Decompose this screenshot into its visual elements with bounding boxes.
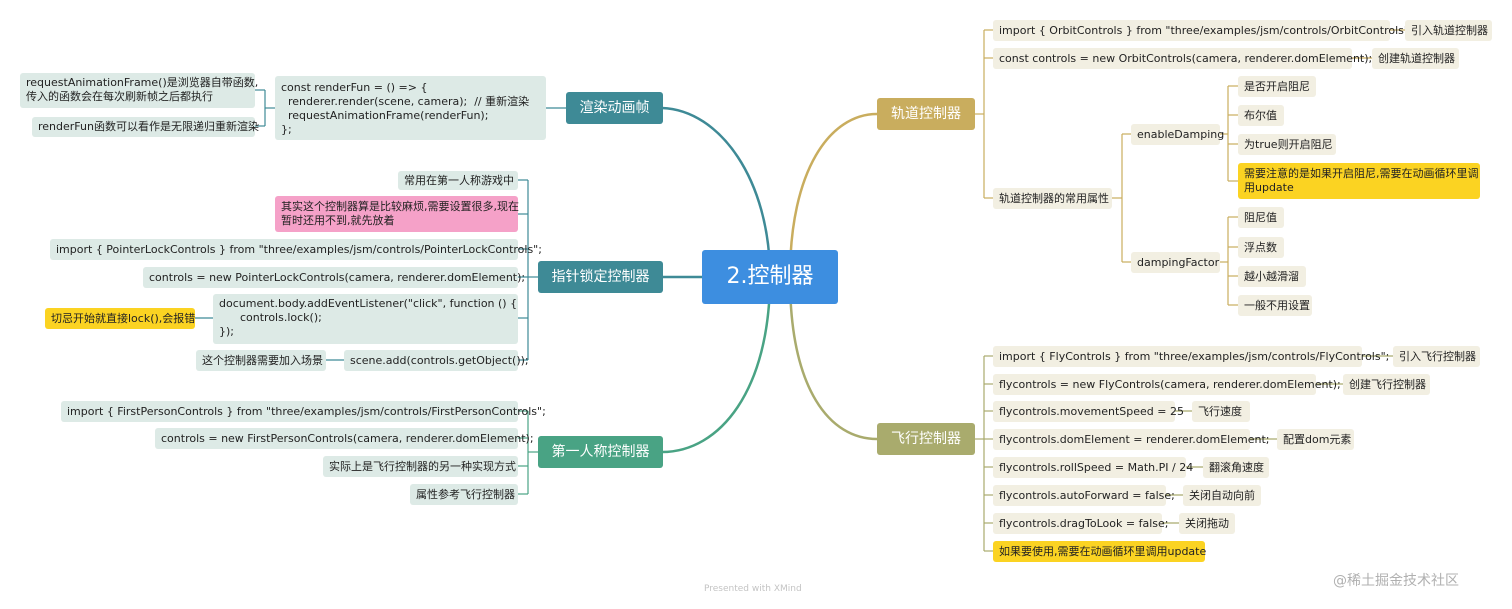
- pointer-item-fps: 常用在第一人称游戏中: [398, 171, 518, 190]
- fly-row-3-code: flycontrols.domElement = renderer.domEle…: [993, 429, 1269, 450]
- renderfun-note: renderFun函数可以看作是无限递归重新渲染: [32, 117, 259, 137]
- juejin-watermark: @稀土掘金技术社区: [1333, 573, 1459, 589]
- fly-row-4-code: flycontrols.rollSpeed = Math.PI / 24: [993, 457, 1193, 478]
- branch-fly[interactable]: 飞行控制器: [877, 423, 975, 455]
- pointer-scene-note: 这个控制器需要加入场景: [196, 350, 326, 371]
- factor-item-2: 越小越滑溜: [1238, 266, 1306, 287]
- fly-row-1-code: flycontrols = new FlyControls(camera, re…: [993, 374, 1341, 395]
- orbit-create: const controls = new OrbitControls(camer…: [993, 48, 1372, 69]
- fly-row-5-code: flycontrols.autoForward = false;: [993, 485, 1175, 506]
- xmind-footer: Presented with XMind: [704, 584, 802, 594]
- enable-item-1: 布尔值: [1238, 105, 1284, 126]
- first-item-import: import { FirstPersonControls } from "thr…: [61, 401, 546, 422]
- fly-row-2-code: flycontrols.movementSpeed = 25: [993, 401, 1184, 422]
- orbit-import: import { OrbitControls } from "three/exa…: [993, 20, 1413, 41]
- first-item-alt: 实际上是飞行控制器的另一种实现方式: [323, 456, 518, 477]
- orbit-enable-damping: enableDamping: [1131, 124, 1224, 145]
- orbit-props: 轨道控制器的常用属性: [993, 188, 1112, 209]
- enable-item-3: 需要注意的是如果开启阻尼,需要在动画循环里调 用update: [1238, 163, 1480, 199]
- pointer-item-scene-add: scene.add(controls.getObject());: [344, 350, 529, 371]
- factor-item-0: 阻尼值: [1238, 207, 1284, 228]
- render-code: const renderFun = () => { renderer.rende…: [275, 76, 546, 140]
- fly-update-note: 如果要使用,需要在动画循环里调用update: [993, 541, 1206, 562]
- first-item-ref: 属性参考飞行控制器: [410, 484, 518, 505]
- branch-pointer-lock[interactable]: 指针锁定控制器: [538, 261, 663, 293]
- first-item-create: controls = new FirstPersonControls(camer…: [155, 428, 534, 449]
- orbit-create-note: 创建轨道控制器: [1372, 48, 1459, 69]
- fly-row-0-code: import { FlyControls } from "three/examp…: [993, 346, 1389, 367]
- factor-item-1: 浮点数: [1238, 237, 1284, 258]
- orbit-import-note: 引入轨道控制器: [1405, 20, 1492, 41]
- fly-row-0-note: 引入飞行控制器: [1393, 346, 1480, 367]
- branch-first-person[interactable]: 第一人称控制器: [538, 436, 663, 468]
- factor-item-3: 一般不用设置: [1238, 295, 1312, 316]
- fly-row-1-note: 创建飞行控制器: [1343, 374, 1430, 395]
- branch-render-animation[interactable]: 渲染动画帧: [566, 92, 663, 124]
- fly-row-6-note: 关闭拖动: [1179, 513, 1235, 534]
- pointer-item-import: import { PointerLockControls } from "thr…: [50, 239, 542, 260]
- branch-orbit[interactable]: 轨道控制器: [877, 98, 975, 130]
- pointer-item-complex: 其实这个控制器算是比较麻烦,需要设置很多,现在 暂时还用不到,就先放着: [275, 196, 519, 232]
- pointer-warning: 切忌开始就直接lock(),会报错: [45, 308, 195, 329]
- pointer-item-create: controls = new PointerLockControls(camer…: [143, 267, 525, 288]
- raf-note: requestAnimationFrame()是浏览器自带函数, 传入的函数会在…: [20, 73, 258, 108]
- fly-row-3-note: 配置dom元素: [1277, 429, 1354, 450]
- fly-row-4-note: 翻滚角速度: [1203, 457, 1269, 478]
- fly-row-6-code: flycontrols.dragToLook = false;: [993, 513, 1168, 534]
- orbit-damping-factor: dampingFactor: [1131, 252, 1220, 273]
- root-topic[interactable]: 2.控制器: [702, 250, 838, 304]
- enable-item-2: 为true则开启阻尼: [1238, 134, 1336, 155]
- fly-row-2-note: 飞行速度: [1192, 401, 1250, 422]
- pointer-item-listener: document.body.addEventListener("click", …: [213, 294, 518, 344]
- fly-row-5-note: 关闭自动向前: [1183, 485, 1261, 506]
- enable-item-0: 是否开启阻尼: [1238, 76, 1316, 97]
